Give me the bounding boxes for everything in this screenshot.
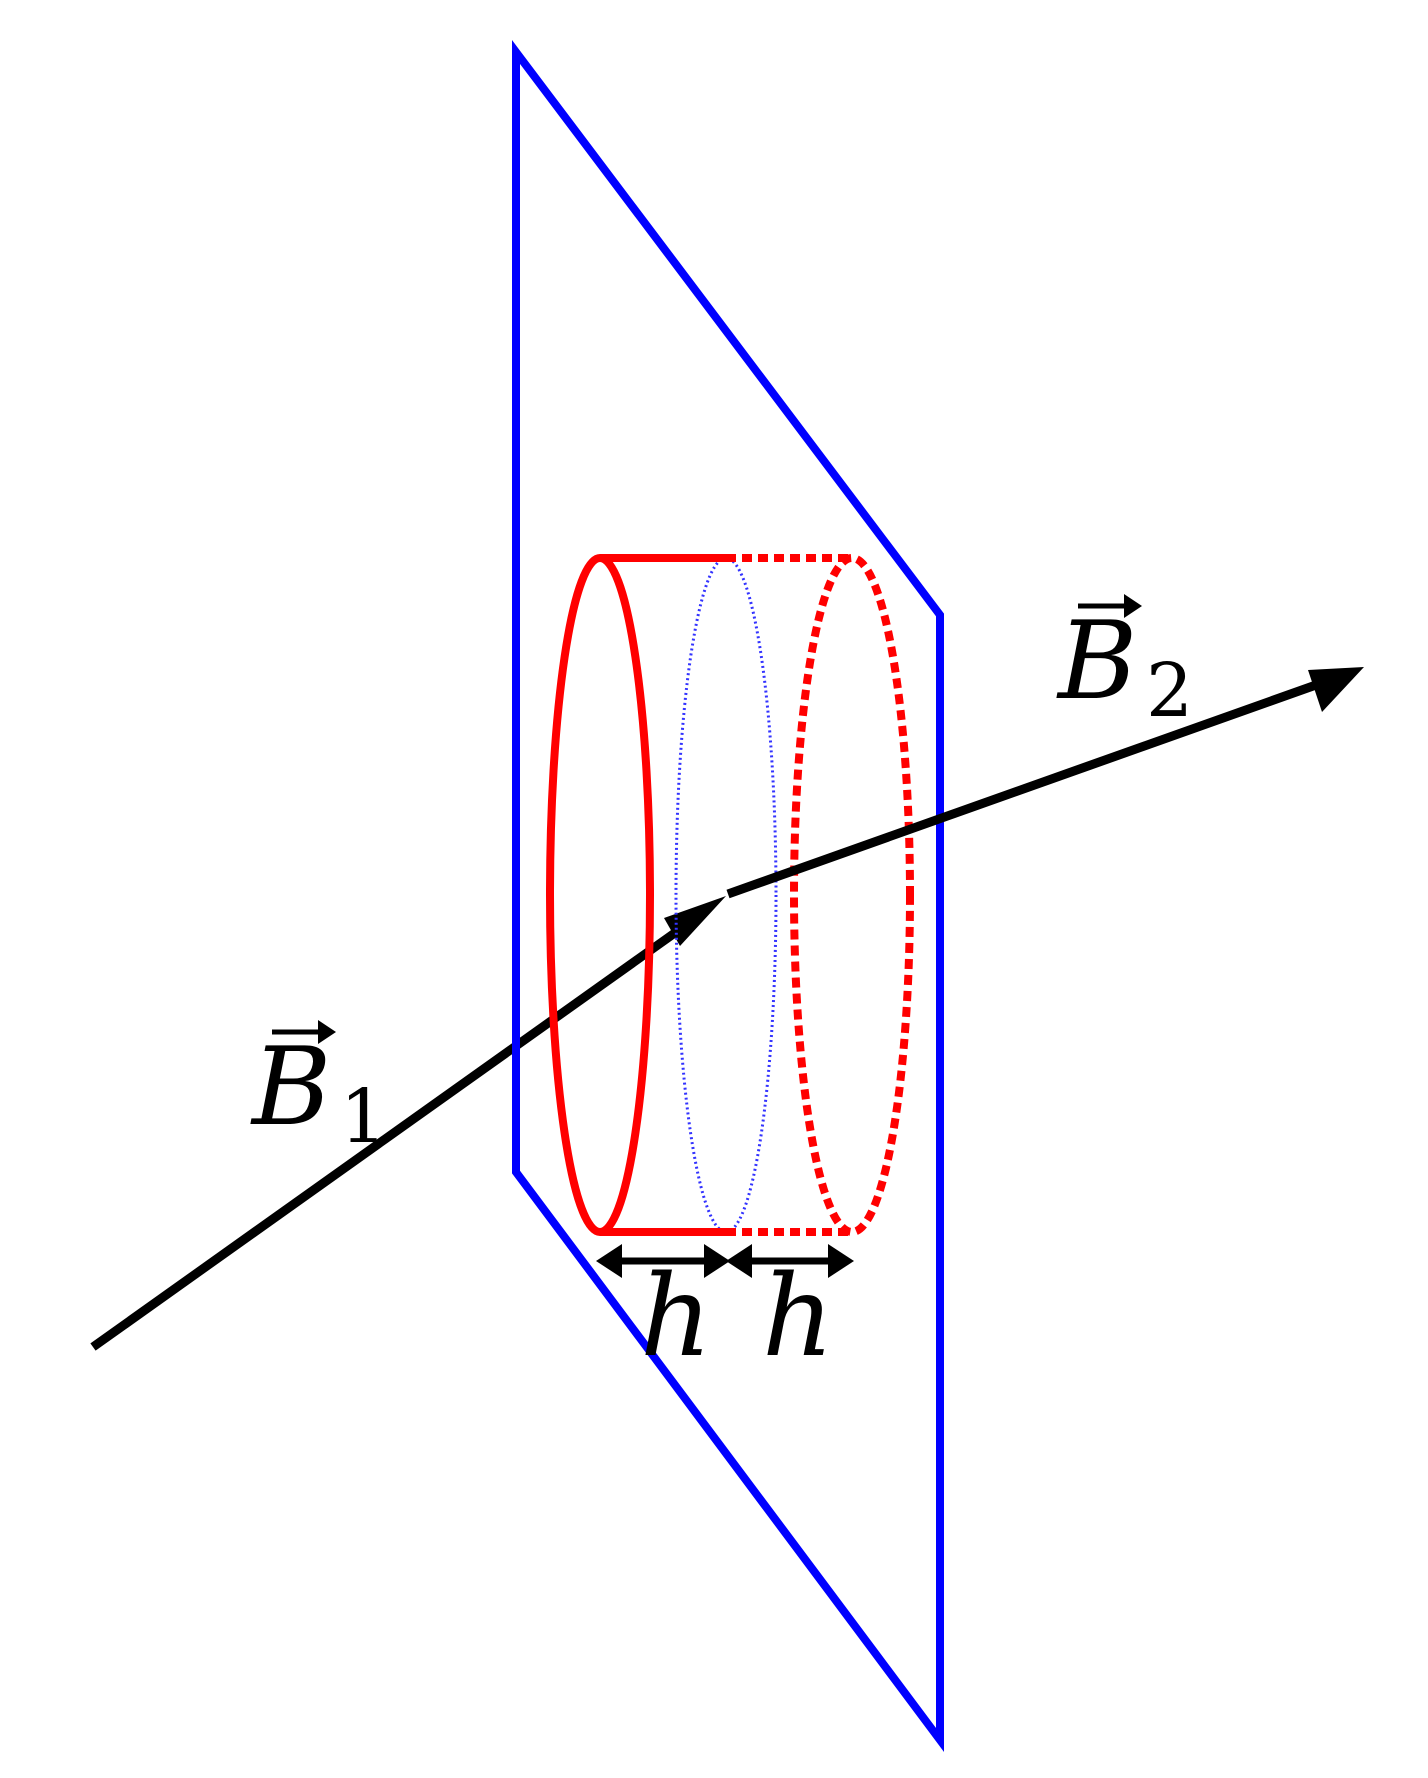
b2-arrowhead-icon [1308, 667, 1364, 712]
label-b1: B 1 [250, 1020, 387, 1160]
label-b2-vector-arrow-icon [1078, 594, 1142, 618]
pillbox-right-face [790, 554, 914, 1236]
b1-vector-line [90, 911, 703, 1351]
label-b1-vector-arrow-icon [272, 1020, 336, 1044]
label-b2: B 2 [1056, 594, 1193, 734]
label-b1-letter: B [250, 1025, 331, 1150]
label-b2-letter: B [1056, 599, 1137, 724]
label-b1-subscript: 1 [340, 1074, 387, 1160]
label-h-left: h [640, 1252, 712, 1382]
b1-arrowhead-icon [664, 896, 726, 946]
label-b2-subscript: 2 [1146, 648, 1193, 734]
thickness-arrow-left [596, 1244, 730, 1278]
label-h-right: h [762, 1252, 834, 1382]
pillbox-left-face [546, 554, 654, 1236]
thickness-arrow-right [726, 1244, 854, 1278]
b2-vector-line [726, 675, 1332, 899]
interface-ellipse-dotted [674, 556, 778, 1234]
boundary-plane [512, 40, 944, 1753]
